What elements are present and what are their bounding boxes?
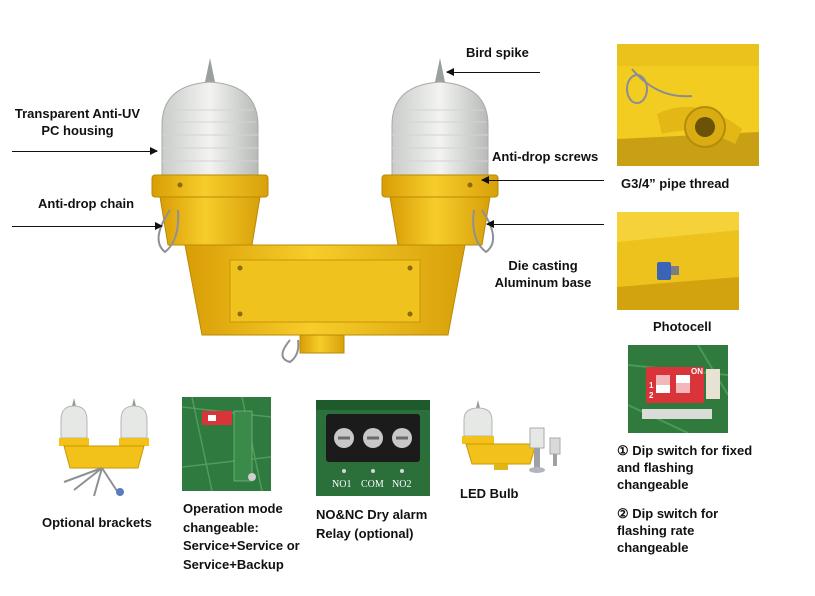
label-anti-drop-screws: Anti-drop screws (492, 149, 599, 164)
relay-terminal-no2: NO2 (392, 479, 412, 490)
label-dip-switch-2: ② Dip switch for flashing rate changeabl… (617, 506, 719, 555)
relay-terminal-no1: NO1 (332, 479, 352, 490)
dip-switch-photo: ON 1 2 (628, 345, 728, 433)
photocell-photo (617, 212, 739, 310)
optional-brackets-image (59, 398, 149, 497)
label-anti-drop-chain: Anti-drop chain (38, 196, 135, 211)
label-housing: Transparent Anti-UV PC housing (14, 106, 141, 138)
dip-text-2: 2 (649, 391, 654, 400)
label-bird-spike: Bird spike (466, 45, 529, 60)
label-photocell: Photocell (653, 319, 712, 334)
arrow-anti-drop-screws (481, 176, 604, 184)
operation-mode-pcb-photo (182, 397, 271, 491)
relay-terminal-com: COM (361, 479, 384, 490)
label-pipe-thread: G3/4” pipe thread (621, 176, 730, 191)
label-die-casting: Die casting Aluminum base (494, 258, 592, 290)
label-optional-brackets: Optional brackets (42, 515, 152, 530)
label-operation-mode: Operation mode changeable: Service+Servi… (183, 501, 300, 572)
label-led-bulb: LED Bulb (460, 486, 519, 501)
arrow-bird-spike (446, 68, 540, 76)
arrow-housing (12, 147, 158, 155)
dip-text-on: ON (691, 367, 703, 376)
main-obstruction-light-image (151, 58, 499, 364)
arrow-anti-drop-chain (12, 222, 163, 230)
pipe-thread-photo (617, 44, 759, 166)
label-relay: NO&NC Dry alarm Relay (optional) (316, 507, 428, 541)
label-dip-switch-1: ① Dip switch for fixed and flashing chan… (617, 443, 753, 492)
led-bulb-image (462, 400, 561, 473)
relay-photo: NO1 COM NO2 (316, 400, 430, 496)
arrow-die-casting (486, 220, 604, 228)
dip-text-1: 1 (649, 381, 654, 390)
